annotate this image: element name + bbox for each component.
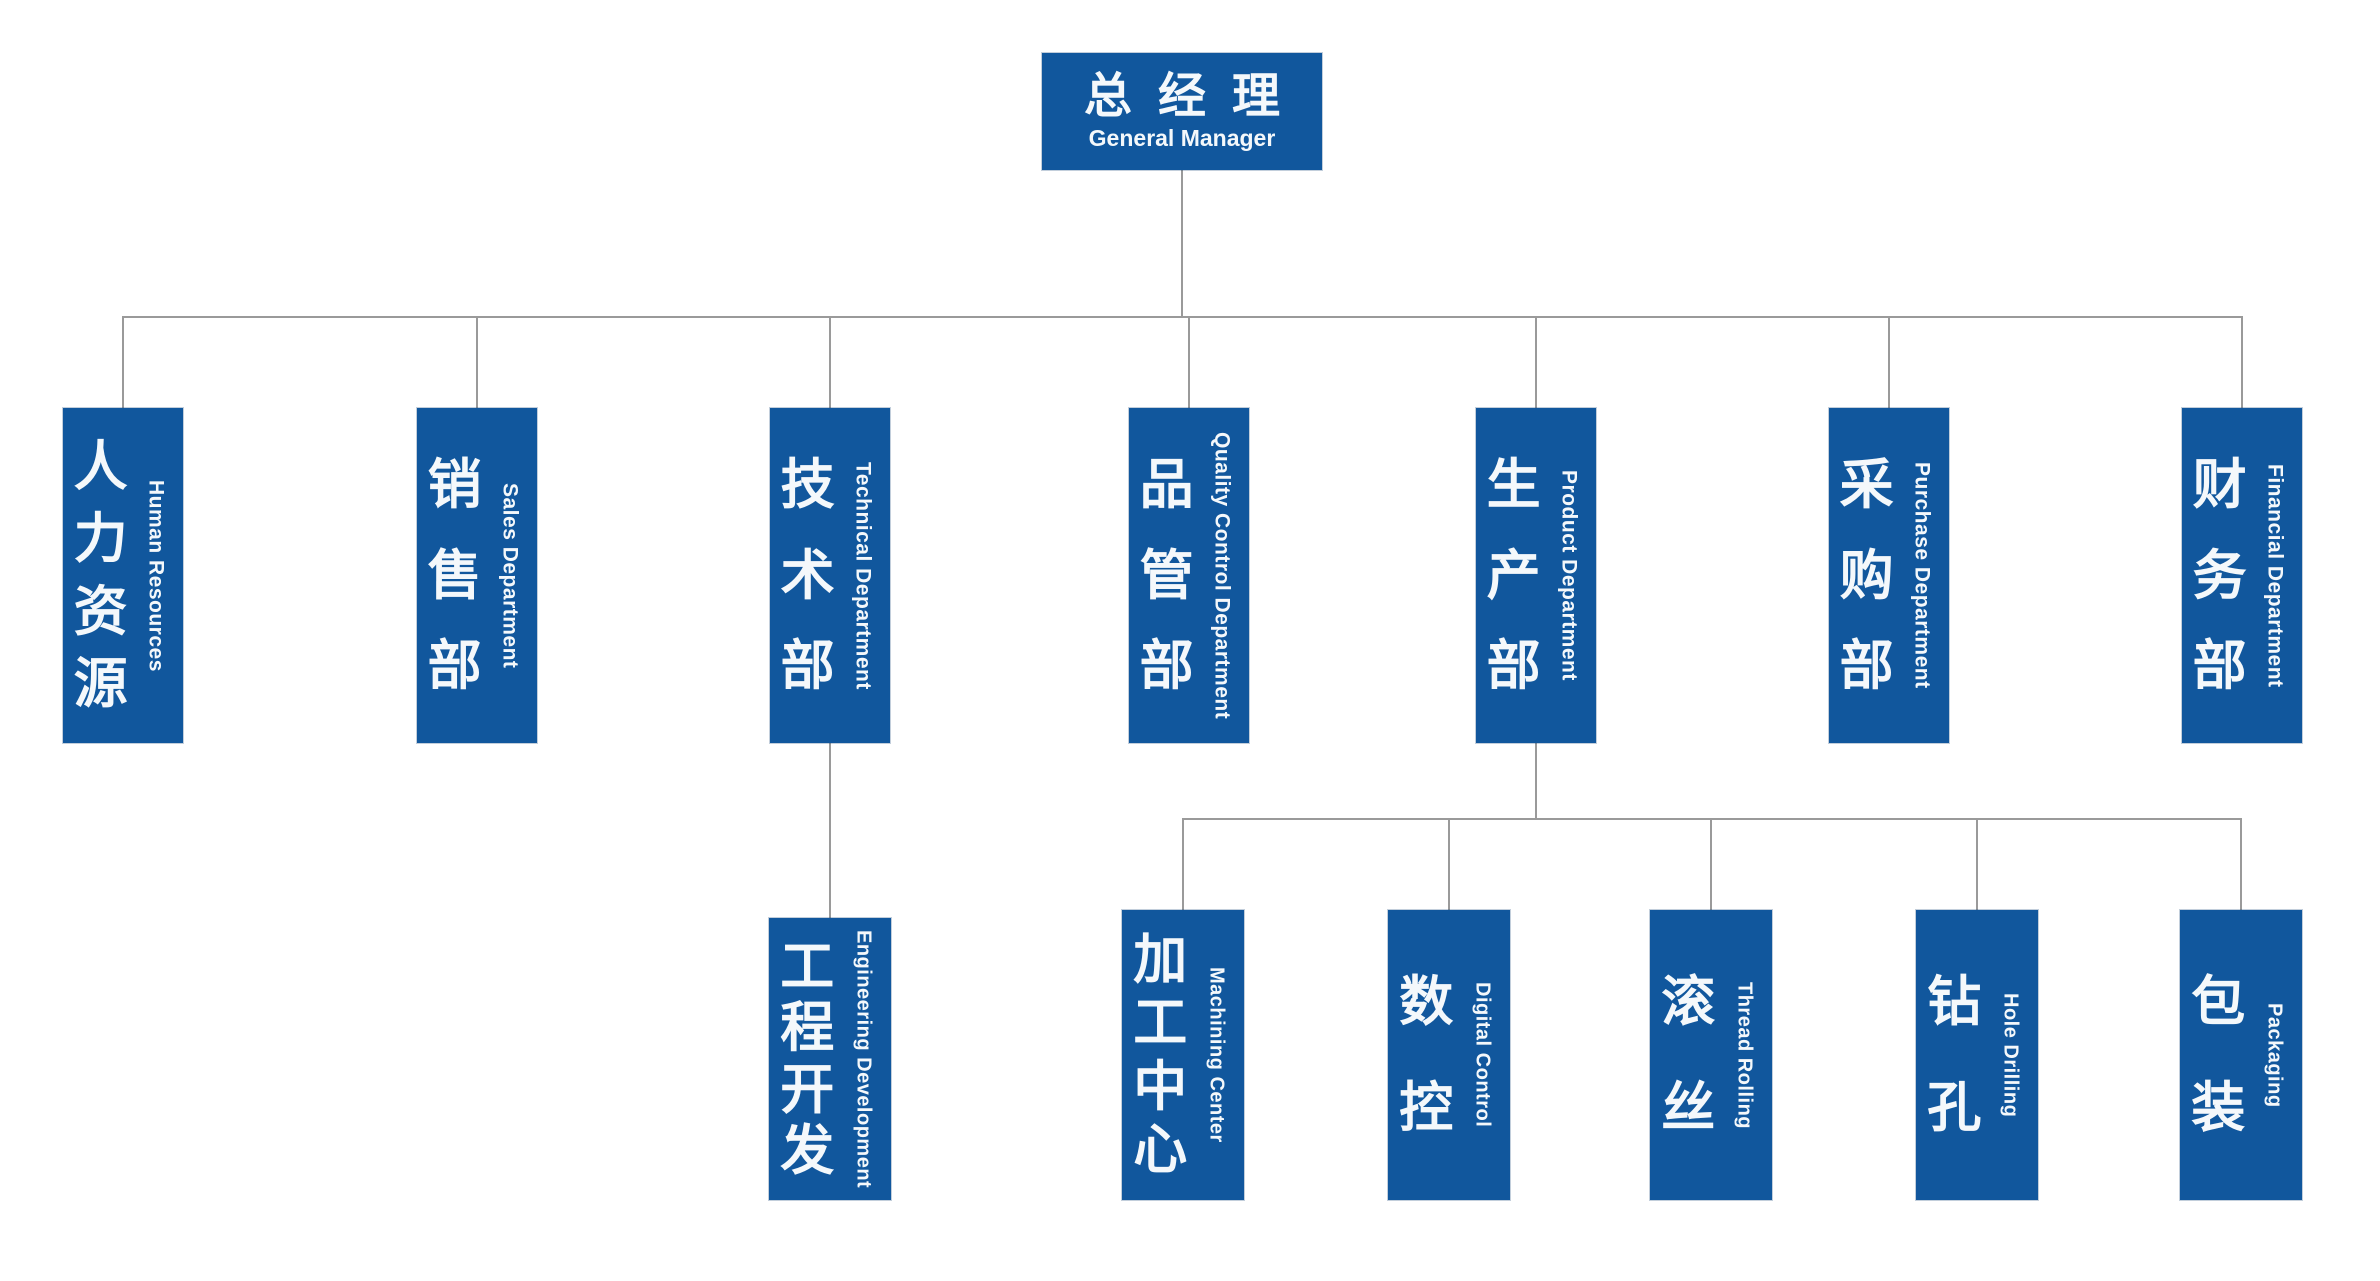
node-en-label: Machining Center: [1205, 967, 1228, 1143]
connector-drop-quality-control: [1188, 316, 1190, 408]
connector-technical-to-engineering: [829, 743, 831, 918]
node-zh-label: 销售部: [427, 455, 482, 696]
node-zh-label: 技术部: [780, 455, 835, 696]
node-zh-label: 加工中心: [1133, 930, 1188, 1180]
connector-product-stem: [1535, 743, 1537, 820]
org-node-general-manager: 总经理 General Manager: [1042, 53, 1322, 170]
node-en-label: Thread Rolling: [1733, 981, 1756, 1129]
node-zh-label: 工程开发: [780, 936, 835, 1182]
org-node-engineering-development: 工程开发 Engineering Development: [769, 918, 891, 1200]
node-en-label: Financial Department: [2263, 463, 2287, 688]
node-zh-label: 生产部: [1486, 455, 1541, 696]
connector-level3-rail: [1182, 818, 2242, 820]
connector-drop-sales: [476, 316, 478, 408]
connector-drop-packaging: [2240, 818, 2242, 910]
node-zh-label: 品管部: [1139, 455, 1194, 696]
connector-drop-thread-rolling: [1710, 818, 1712, 910]
node-en-label: Packaging: [2263, 1002, 2286, 1108]
node-zh-label: 钻孔: [1927, 972, 1982, 1138]
node-zh-label: 数控: [1399, 972, 1454, 1138]
connector-drop-digital-control: [1448, 818, 1450, 910]
connector-drop-machining-center: [1182, 818, 1184, 910]
node-en-label: Digital Control: [1471, 982, 1494, 1128]
org-node-human-resources: 人力资源 Human Resources: [63, 408, 183, 743]
connector-drop-human-resources: [122, 316, 124, 408]
node-zh-label: 采购部: [1839, 455, 1894, 696]
connector-drop-product: [1535, 316, 1537, 408]
org-node-hole-drilling: 钻孔 Hole Drilling: [1916, 910, 2038, 1200]
node-en-label: Quality Control Department: [1210, 431, 1234, 720]
node-zh-label: 总经理: [1083, 70, 1306, 123]
org-node-thread-rolling: 滚丝 Thread Rolling: [1650, 910, 1772, 1200]
node-en-label: Purchase Department: [1910, 462, 1934, 689]
org-node-sales: 销售部 Sales Department: [417, 408, 537, 743]
node-en-label: Human Resources: [144, 479, 168, 672]
org-node-machining-center: 加工中心 Machining Center: [1122, 910, 1244, 1200]
node-zh-label: 财务部: [2192, 455, 2247, 696]
node-zh-label: 包装: [2191, 972, 2246, 1138]
node-en-label: Technical Department: [851, 461, 875, 690]
org-node-financial: 财务部 Financial Department: [2182, 408, 2302, 743]
org-node-digital-control: 数控 Digital Control: [1388, 910, 1510, 1200]
connector-gm-stem: [1181, 170, 1183, 316]
connector-drop-hole-drilling: [1976, 818, 1978, 910]
node-en-label: Product Department: [1557, 470, 1581, 681]
org-node-product: 生产部 Product Department: [1476, 408, 1596, 743]
connector-level2-rail: [122, 316, 2242, 318]
node-en-label: Engineering Development: [852, 929, 875, 1189]
node-en-label: General Manager: [1088, 125, 1276, 151]
connector-drop-purchase: [1888, 316, 1890, 408]
org-node-quality-control: 品管部 Quality Control Department: [1129, 408, 1249, 743]
node-en-label: Sales Department: [498, 482, 522, 669]
node-zh-label: 人力资源: [73, 437, 128, 714]
org-node-purchase: 采购部 Purchase Department: [1829, 408, 1949, 743]
connector-drop-financial: [2241, 316, 2243, 408]
org-node-packaging: 包装 Packaging: [2180, 910, 2302, 1200]
node-zh-label: 滚丝: [1661, 972, 1716, 1138]
org-node-technical: 技术部 Technical Department: [770, 408, 890, 743]
connector-drop-technical: [829, 316, 831, 408]
node-en-label: Hole Drilling: [1999, 992, 2022, 1118]
